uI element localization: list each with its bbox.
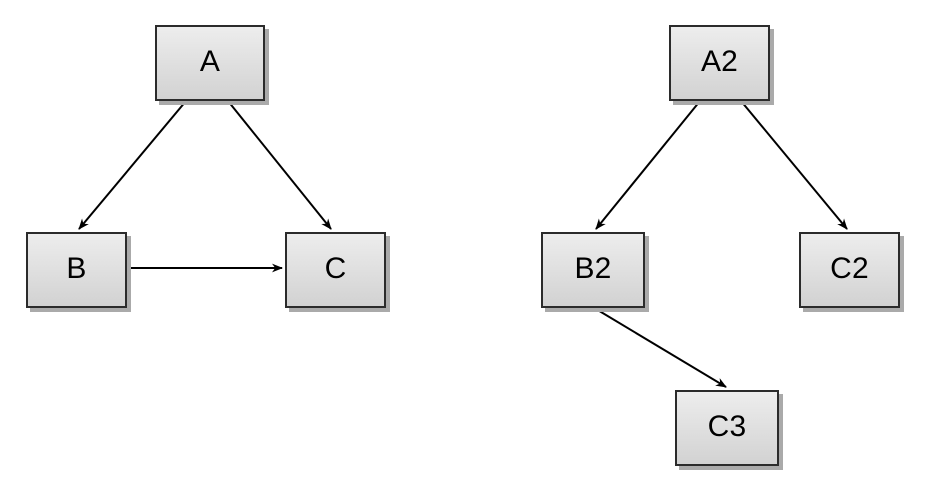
edge-a-b[interactable] [78, 100, 187, 230]
edge-a2-c2[interactable] [740, 100, 848, 230]
node-label-c: C [324, 252, 347, 285]
node-c2[interactable]: C2 [799, 232, 900, 308]
node-label-c3: C3 [707, 410, 747, 443]
node-label-c2: C2 [830, 252, 869, 285]
node-a[interactable]: A [155, 25, 265, 101]
node-label-a: A [199, 45, 221, 78]
node-label-b: B [66, 252, 87, 285]
node-a2[interactable]: A2 [669, 25, 770, 101]
edge-b2-c3[interactable] [595, 308, 727, 388]
edge-a-c[interactable] [227, 100, 332, 230]
edge-a2-b2[interactable] [595, 100, 701, 230]
node-c[interactable]: C [285, 232, 386, 308]
node-b[interactable]: B [26, 232, 127, 308]
node-b2[interactable]: B2 [541, 232, 645, 308]
node-label-b2: B2 [574, 252, 612, 285]
node-label-a2: A2 [700, 45, 739, 78]
node-c3[interactable]: C3 [675, 390, 779, 466]
edge-group [78, 100, 848, 388]
